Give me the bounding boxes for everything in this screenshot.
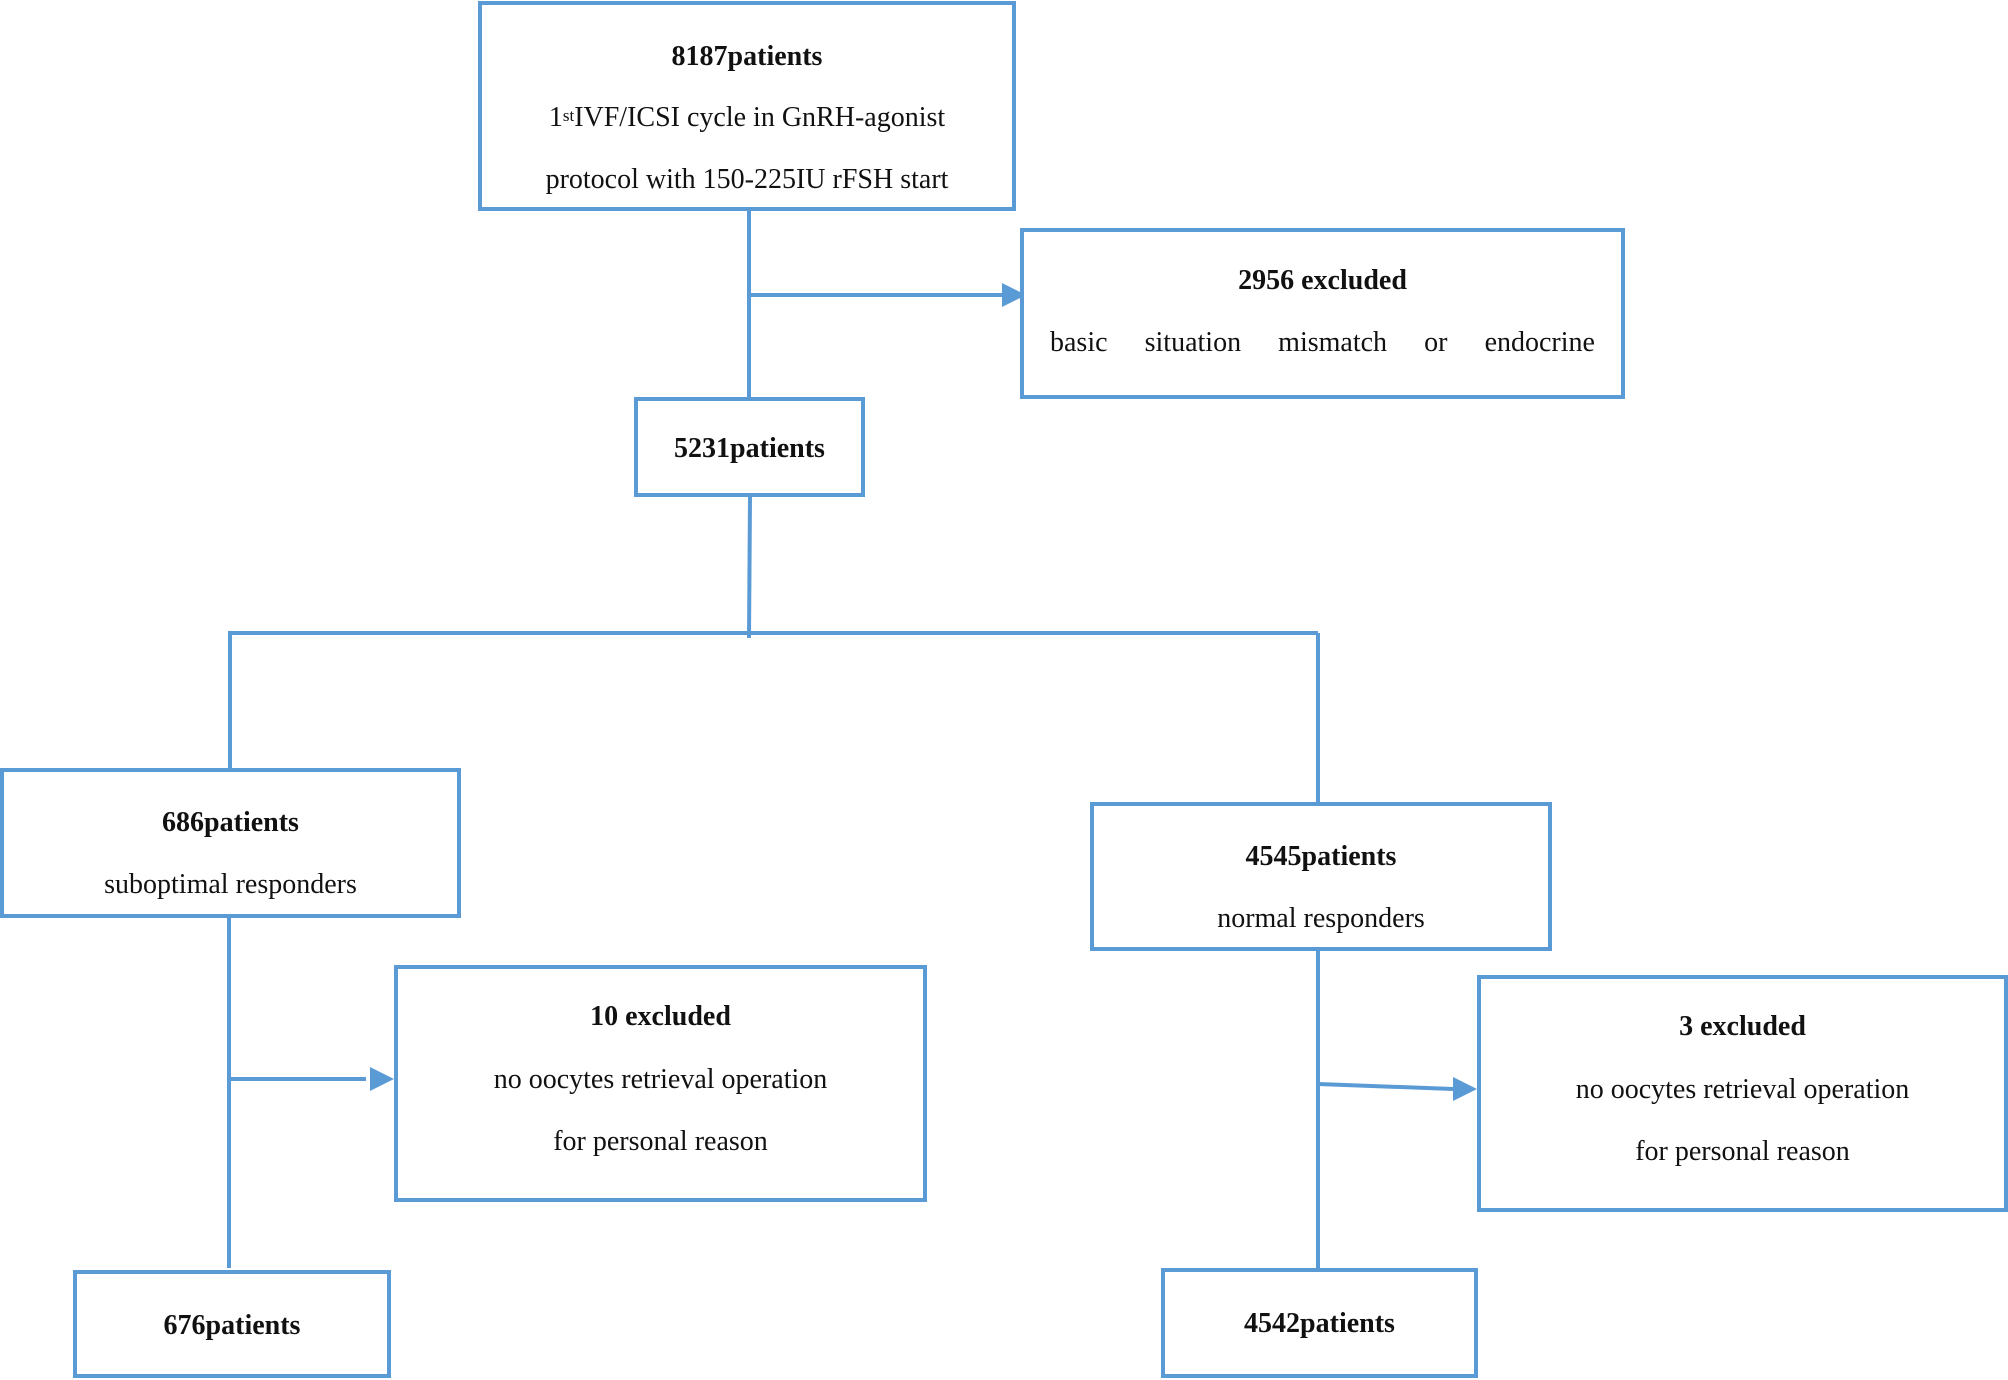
normal-count: 4545patients (1245, 841, 1397, 872)
start-description-line-2: protocol with 150-225IU rFSH start (545, 164, 949, 195)
excluded-first-reason-word: endocrine (1484, 327, 1595, 358)
box-suboptimal-responders: 686patients suboptimal responders (0, 768, 461, 918)
excluded-first-reason-word: mismatch (1278, 327, 1388, 358)
normal-label: normal responders (1217, 903, 1425, 934)
arrow-to-excluded-normal (1317, 1082, 1454, 1091)
excluded-suboptimal-reason-line-1: no oocytes retrieval operation (493, 1064, 828, 1095)
start-cycle-number: 1 (548, 102, 563, 133)
start-cycle-description: IVF/ICSI cycle in GnRH-agonist (574, 102, 946, 133)
start-ordinal-suffix: st (562, 106, 575, 125)
box-start: 8187patients 1stIVF/ICSI cycle in GnRH-a… (478, 1, 1016, 211)
start-description-line-1: 1stIVF/ICSI cycle in GnRH-agonist (482, 102, 1012, 134)
excluded-first-reason: basic situation mismatch or endocrine (1024, 327, 1621, 359)
excluded-suboptimal-reason-line-2: for personal reason (553, 1126, 768, 1157)
excluded-normal-count: 3 excluded (1679, 1011, 1806, 1042)
arrowhead-excluded-normal (1453, 1077, 1477, 1101)
excluded-first-reason-word: basic (1050, 327, 1108, 358)
excluded-first-reason-word: or (1424, 327, 1448, 358)
excluded-first-count: 2956 excluded (1238, 265, 1407, 296)
excluded-normal-reason-line-1: no oocytes retrieval operation (1575, 1074, 1910, 1105)
final-normal-count: 4542patients (1244, 1308, 1395, 1339)
arrowhead-excluded-first (1002, 283, 1026, 307)
box-final-normal: 4542patients (1161, 1268, 1478, 1378)
excluded-normal-reason-line-2: for personal reason (1635, 1136, 1850, 1167)
start-count: 8187patients (671, 41, 823, 72)
arrowhead-excluded-suboptimal (370, 1067, 394, 1091)
excluded-suboptimal-count: 10 excluded (590, 1001, 731, 1032)
connector-included-to-split (747, 496, 752, 639)
box-excluded-first: 2956 excluded basic situation mismatch o… (1020, 228, 1625, 399)
box-included: 5231patients (634, 397, 865, 497)
box-final-suboptimal: 676patients (73, 1270, 391, 1378)
suboptimal-count: 686patients (162, 807, 299, 838)
final-suboptimal-count: 676patients (163, 1310, 301, 1341)
excluded-first-reason-word: situation (1144, 327, 1242, 358)
box-excluded-normal: 3 excluded no oocytes retrieval operatio… (1477, 975, 2008, 1212)
box-normal-responders: 4545patients normal responders (1090, 802, 1552, 951)
included-count: 5231patients (674, 433, 825, 464)
box-excluded-suboptimal: 10 excluded no oocytes retrieval operati… (394, 965, 927, 1202)
suboptimal-label: suboptimal responders (104, 869, 357, 900)
